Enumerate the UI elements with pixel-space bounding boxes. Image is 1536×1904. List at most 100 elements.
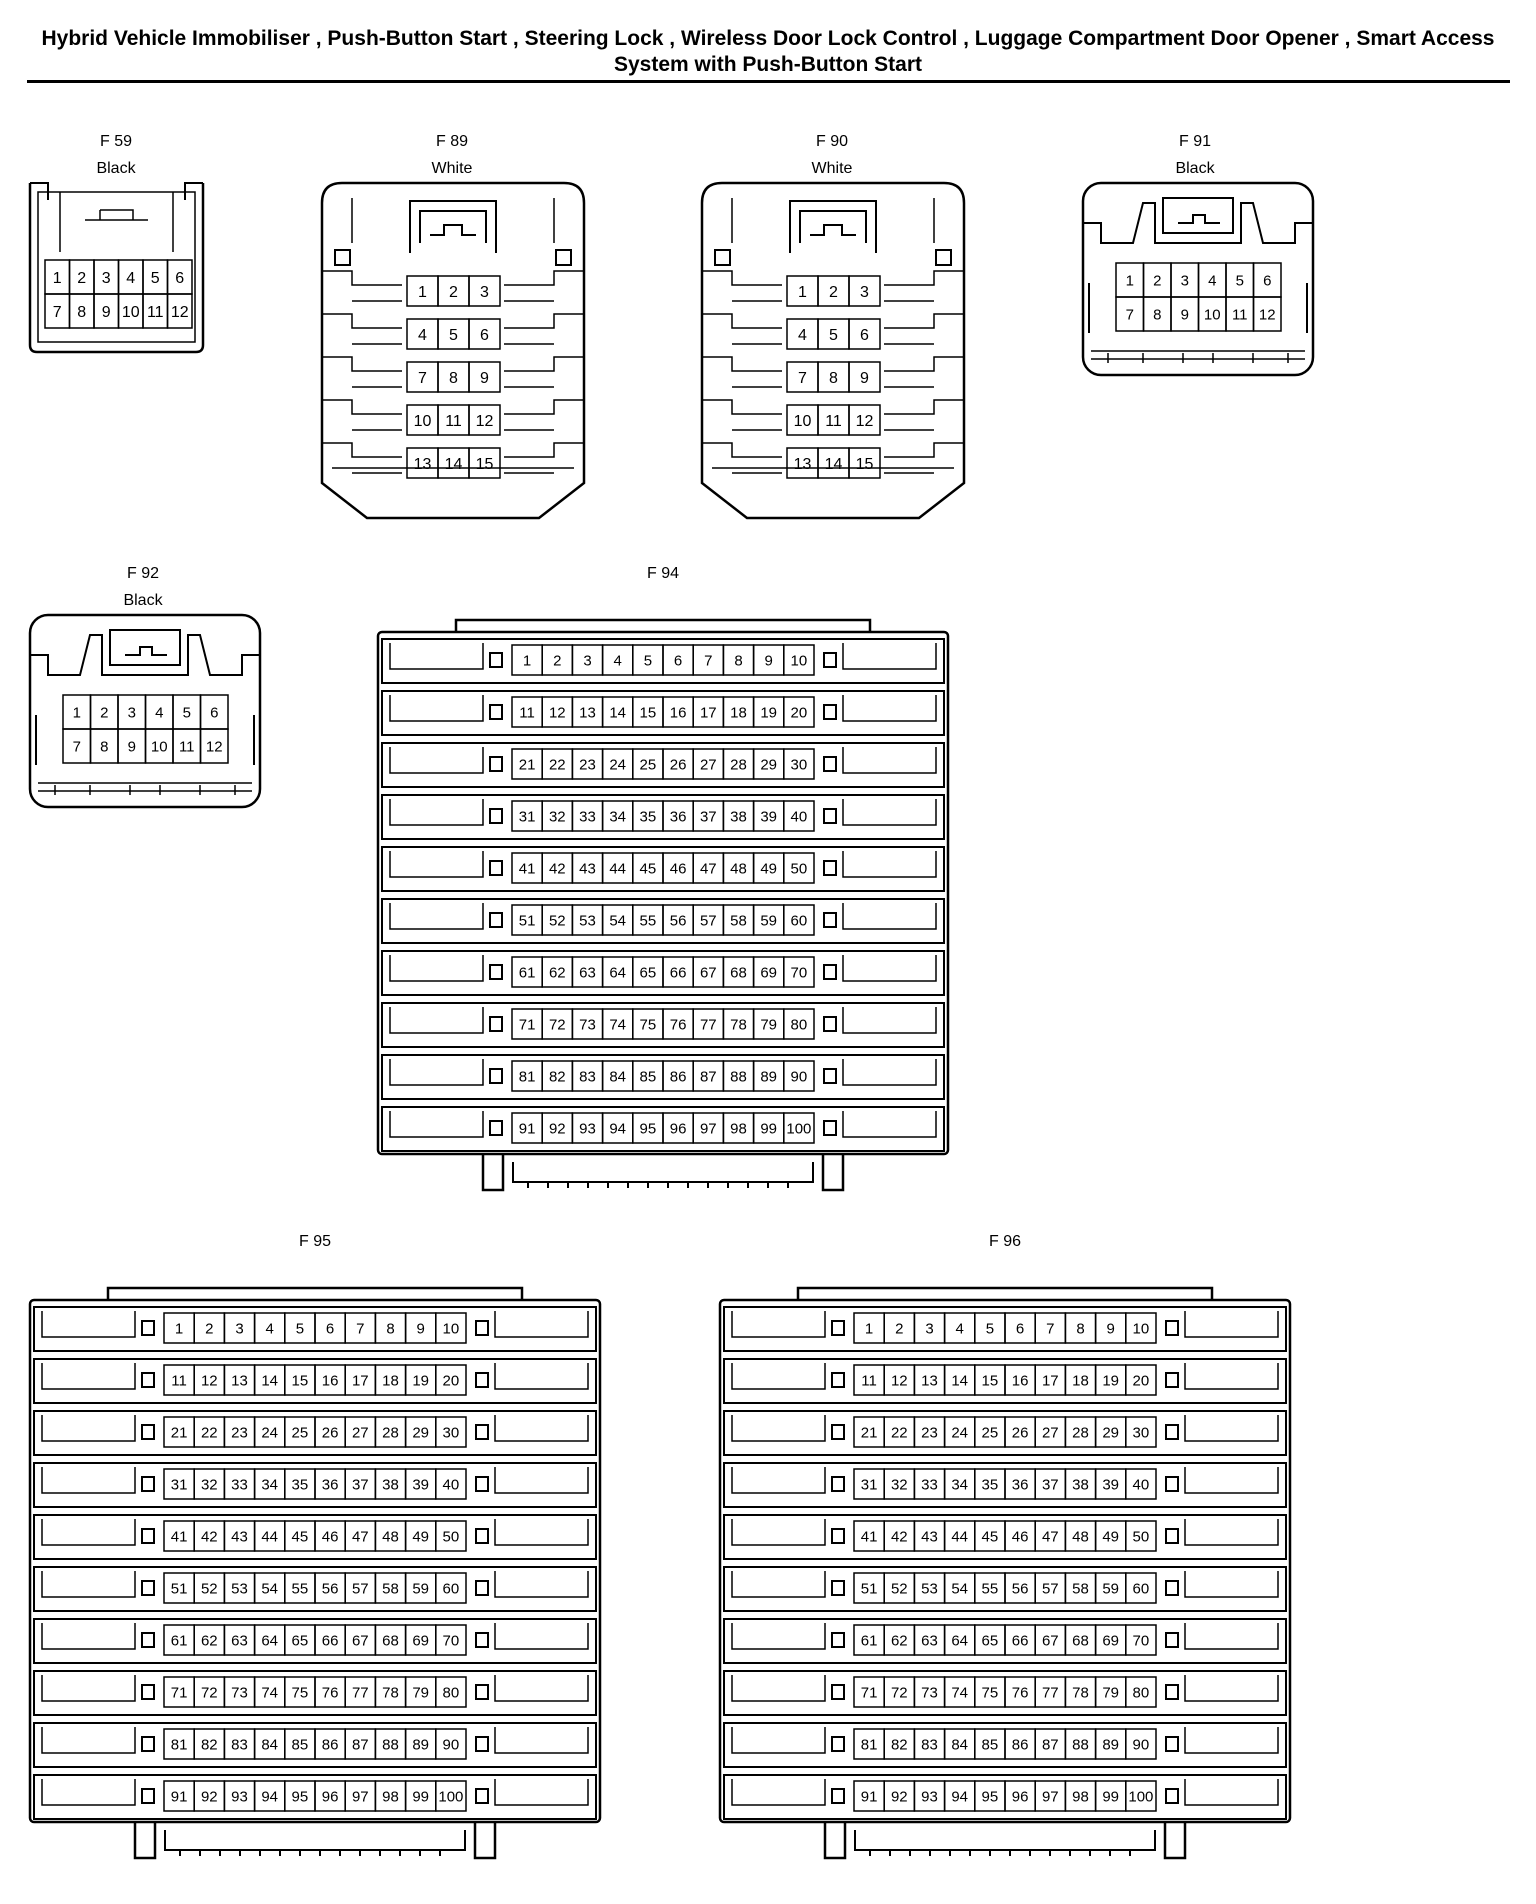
pin-number: 53 [579,912,596,929]
pin-number: 18 [382,1372,399,1389]
pin-number: 60 [791,912,808,929]
pin-number: 34 [951,1476,968,1493]
housing-latch [714,249,731,266]
pin-number: 43 [921,1528,938,1545]
pin-number: 70 [791,964,808,981]
row-key [731,1779,1279,1806]
pin-number: 28 [730,756,747,773]
row-frame [33,1306,597,1352]
row-key [731,1415,1279,1442]
pin-number: 10 [443,1320,460,1337]
housing-slot [702,313,964,345]
row-frame [33,1566,597,1612]
pin-number: 93 [231,1788,248,1805]
pin-number: 96 [322,1788,339,1805]
pin-number: 13 [231,1372,248,1389]
pin-number: 65 [292,1632,309,1649]
pin-number: 57 [1042,1580,1059,1597]
row-key [389,955,937,982]
pin-number: 32 [549,808,566,825]
pin-cell [435,1728,467,1760]
pin-number: 84 [609,1068,626,1085]
pin-number: 83 [921,1736,938,1753]
row-key [41,1623,589,1650]
pin-number: 19 [760,704,777,721]
pin-number: 37 [700,808,717,825]
pin-number: 44 [261,1528,278,1545]
pin-number: 47 [1042,1528,1059,1545]
pin-number: 2 [77,270,86,287]
row-frame [723,1722,1287,1768]
pin-cell [435,1468,467,1500]
pin-cell [1125,1624,1157,1656]
pin-number: 10 [122,304,140,321]
pin-number: 9 [128,738,136,755]
row-latch [141,1736,155,1752]
pin-number: 29 [1102,1424,1119,1441]
pin-number: 71 [171,1684,188,1701]
row-latch [475,1788,489,1804]
pin-number: 64 [951,1632,968,1649]
housing-slot [322,399,584,431]
pin-number: 15 [640,704,657,721]
pin-number: 4 [614,652,622,669]
pin-number: 26 [1012,1424,1029,1441]
pin-number: 76 [322,1684,339,1701]
pin-number: 80 [443,1684,460,1701]
pin-number: 86 [322,1736,339,1753]
pin-number: 72 [891,1684,908,1701]
row-frame [723,1670,1287,1716]
pin-number: 61 [519,964,536,981]
row-key [731,1727,1279,1754]
pin-number: 89 [1102,1736,1119,1753]
pin-number: 47 [352,1528,369,1545]
pin-number: 25 [982,1424,999,1441]
pin-number: 90 [791,1068,808,1085]
pin-cell [783,644,815,676]
row-frame [723,1462,1287,1508]
pin-cell [848,404,881,436]
housing-bottom-teeth [854,1830,1156,1856]
pin-number: 56 [1012,1580,1029,1597]
row-latch [823,1068,837,1084]
row-latch [831,1528,845,1544]
pin-cell [783,956,815,988]
row-key [41,1571,589,1598]
row-latch [475,1320,489,1336]
pin-number: 98 [730,1120,747,1137]
pin-number: 49 [760,860,777,877]
pin-number: 15 [982,1372,999,1389]
row-latch [831,1372,845,1388]
pin-number: 46 [1012,1528,1029,1545]
pin-number: 74 [609,1016,626,1033]
pin-number: 11 [445,413,462,430]
pin-number: 8 [449,370,458,387]
pin-number: 14 [261,1372,278,1389]
pin-number: 79 [1102,1684,1119,1701]
row-frame [381,1002,945,1048]
pin-number: 40 [1133,1476,1150,1493]
pin-number: 42 [891,1528,908,1545]
pin-number: 67 [352,1632,369,1649]
pin-number: 88 [730,1068,747,1085]
row-latch [823,912,837,928]
row-frame [33,1514,597,1560]
pin-number: 51 [861,1580,878,1597]
pin-number: 66 [322,1632,339,1649]
pin-number: 10 [151,738,168,755]
pin-number: 74 [951,1684,968,1701]
pin-number: 7 [798,370,807,387]
connector-id-label: F 90 [816,133,848,150]
pin-number: 11 [1232,306,1248,323]
pin-number: 87 [1042,1736,1059,1753]
pin-number: 95 [982,1788,999,1805]
pin-number: 80 [791,1016,808,1033]
housing-latch [555,249,572,266]
row-latch [141,1528,155,1544]
pin-number: 87 [352,1736,369,1753]
pin-cell [1125,1364,1157,1396]
row-key [41,1779,589,1806]
pin-number: 62 [549,964,566,981]
pin-number: 27 [1042,1424,1059,1441]
